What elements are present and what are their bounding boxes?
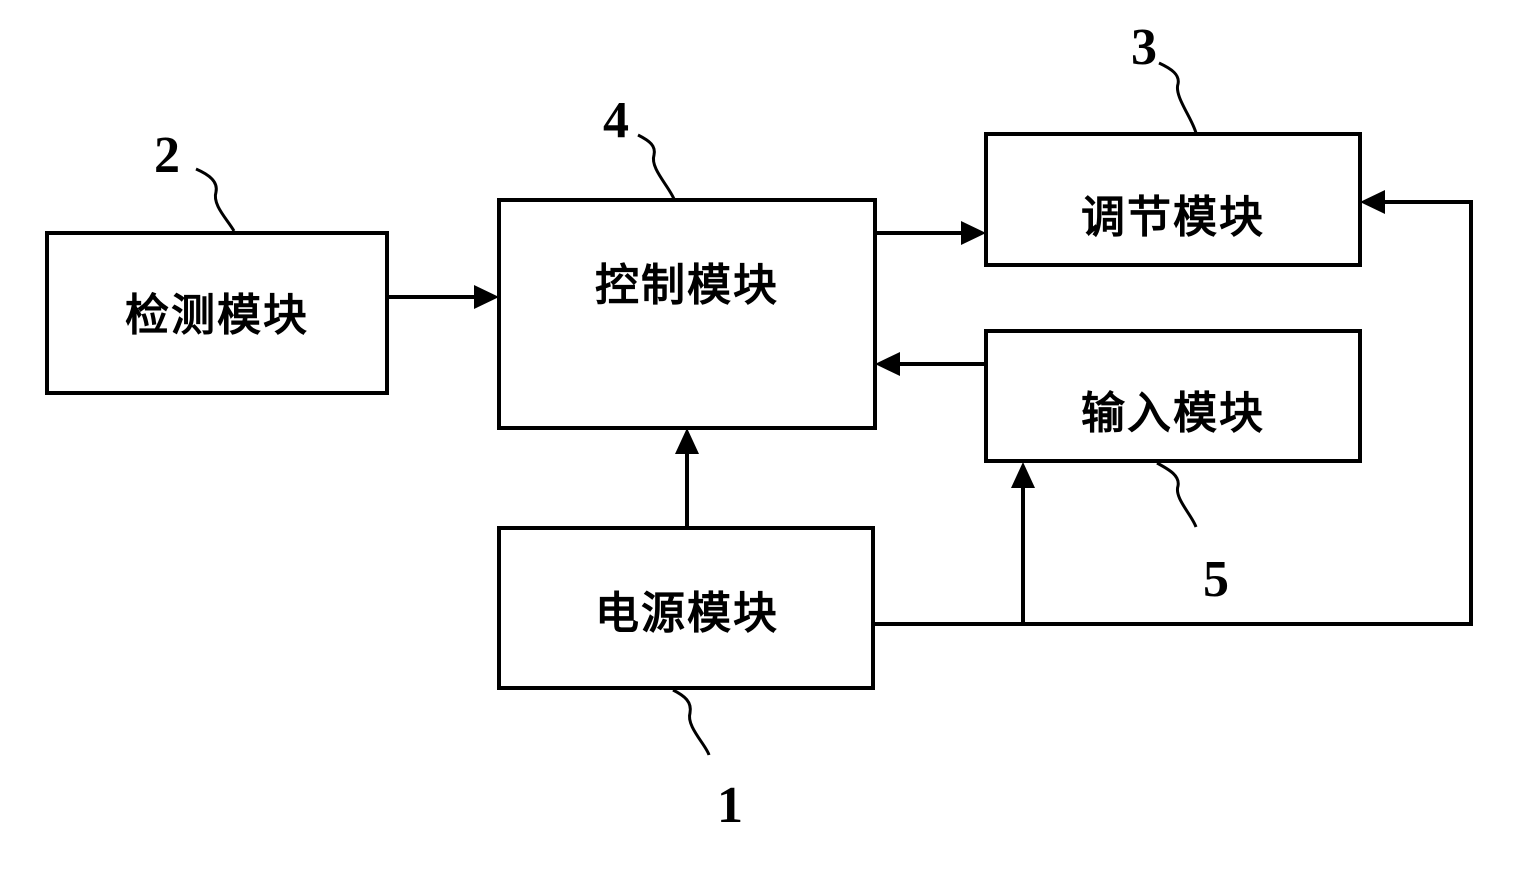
adjust-module-box bbox=[984, 132, 1362, 267]
detect-module-box bbox=[45, 231, 389, 395]
arrow-input-to-control bbox=[875, 352, 986, 376]
arrow-control-to-adjust bbox=[877, 221, 986, 245]
leader-line-1 bbox=[672, 688, 711, 756]
ref-number-1: 1 bbox=[717, 777, 743, 834]
input-module-label: 输入模块 bbox=[1081, 388, 1265, 439]
control-module-label: 控制模块 bbox=[595, 260, 779, 311]
adjust-module: 调节模块 bbox=[984, 132, 1362, 267]
ref-number-3: 3 bbox=[1131, 19, 1157, 76]
leader-line-4 bbox=[637, 133, 676, 200]
bus-power-right bbox=[875, 190, 1473, 626]
leader-line-3 bbox=[1158, 61, 1198, 134]
arrow-power-to-input bbox=[1011, 462, 1035, 624]
leader-line-5 bbox=[1156, 461, 1198, 528]
arrow-power-to-control bbox=[675, 428, 699, 526]
ref-number-2: 2 bbox=[154, 127, 180, 184]
detect-module-label: 检测模块 bbox=[125, 290, 309, 341]
power-module: 电源模块 bbox=[497, 526, 875, 690]
power-module-box bbox=[497, 526, 875, 690]
control-module: 控制模块 bbox=[497, 198, 877, 430]
leader-line-2 bbox=[195, 167, 236, 232]
input-module-box bbox=[984, 329, 1362, 463]
adjust-module-label: 调节模块 bbox=[1081, 192, 1265, 243]
ref-number-4: 4 bbox=[603, 92, 629, 149]
ref-number-5: 5 bbox=[1203, 551, 1229, 608]
detect-module: 检测模块 bbox=[45, 231, 389, 395]
control-module-box bbox=[497, 198, 877, 430]
arrow-detect-to-control bbox=[389, 285, 499, 309]
input-module: 输入模块 bbox=[984, 329, 1362, 463]
power-module-label: 电源模块 bbox=[595, 588, 779, 639]
